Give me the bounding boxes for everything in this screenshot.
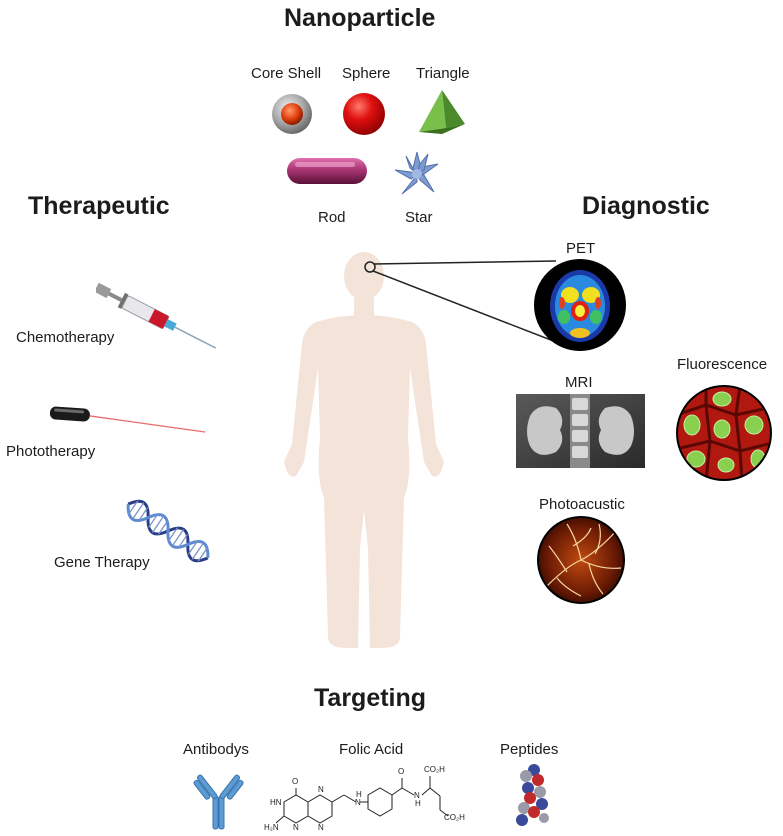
targeting-heading: Targeting bbox=[314, 684, 427, 712]
peptides-label: Peptides bbox=[500, 741, 559, 758]
folic-acid-structure: O O N H N H CO₂H CO₂H HN H₂N N N N bbox=[262, 758, 476, 834]
folic-h-amine: H bbox=[356, 790, 362, 799]
folic-n-amide: N bbox=[414, 791, 420, 800]
core-shell-label: Core Shell bbox=[251, 65, 322, 82]
folic-hn: HN bbox=[270, 798, 282, 807]
sphere-icon bbox=[341, 91, 387, 137]
rod-label: Rod bbox=[318, 209, 346, 226]
triangle-label: Triangle bbox=[416, 65, 470, 82]
star-label: Star bbox=[405, 209, 433, 226]
nanoparticle-heading: Nanoparticle bbox=[284, 4, 436, 32]
rod-icon bbox=[285, 155, 369, 187]
folic-n-amine: N bbox=[355, 798, 361, 807]
diagnostic-heading: Diagnostic bbox=[582, 192, 710, 220]
folic-o-amide: O bbox=[398, 767, 404, 776]
dna-icon bbox=[118, 494, 218, 568]
pet-scan-image bbox=[534, 259, 626, 351]
folic-n2: N bbox=[318, 785, 324, 794]
folic-n1: N bbox=[293, 823, 299, 832]
therapeutic-heading: Therapeutic bbox=[28, 192, 170, 220]
syringe-icon bbox=[96, 282, 232, 356]
star-icon bbox=[392, 150, 442, 198]
triangle-icon bbox=[416, 88, 468, 136]
photoacoustic-label: Photoacustic bbox=[539, 496, 625, 513]
laser-icon bbox=[48, 402, 210, 436]
folic-co2h-bottom: CO₂H bbox=[444, 813, 465, 822]
chemotherapy-label: Chemotherapy bbox=[16, 329, 115, 346]
sphere-label: Sphere bbox=[342, 65, 391, 82]
mri-scan-image bbox=[516, 394, 645, 468]
fluorescence-image bbox=[676, 385, 772, 481]
photoacoustic-image bbox=[537, 516, 625, 604]
pet-callout-lines bbox=[360, 258, 560, 348]
folic-h-amide: H bbox=[415, 799, 421, 808]
pet-label: PET bbox=[566, 240, 596, 257]
folic-o-ring: O bbox=[292, 777, 298, 786]
folic-acid-label: Folic Acid bbox=[339, 741, 404, 758]
gene-therapy-label: Gene Therapy bbox=[54, 554, 150, 571]
antibodys-label: Antibodys bbox=[183, 741, 249, 758]
fluorescence-label: Fluorescence bbox=[677, 356, 768, 373]
antibody-icon bbox=[188, 766, 248, 830]
folic-h2n: H₂N bbox=[264, 823, 279, 832]
core-shell-icon bbox=[270, 92, 314, 136]
folic-co2h-top: CO₂H bbox=[424, 765, 445, 774]
folic-n3: N bbox=[318, 823, 324, 832]
peptide-icon bbox=[504, 762, 558, 828]
phototherapy-label: Phototherapy bbox=[6, 443, 96, 460]
mri-label: MRI bbox=[565, 374, 593, 391]
